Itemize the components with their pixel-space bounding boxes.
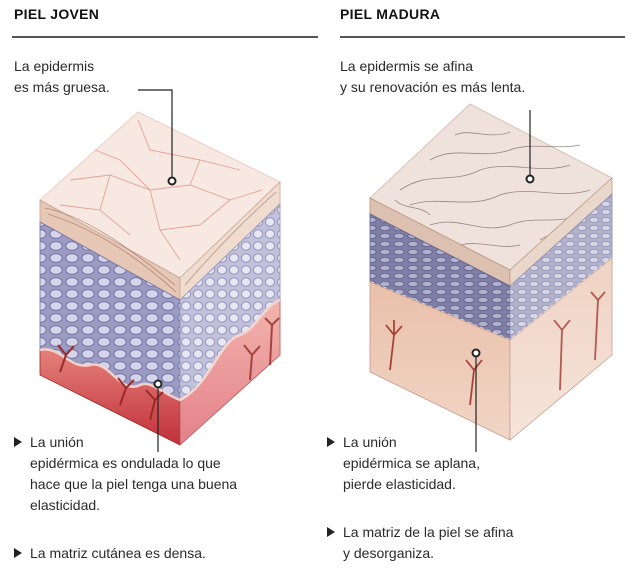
bullet-arrow-icon	[14, 548, 22, 558]
young-matrix-note-line: La matriz cutánea es densa.	[30, 543, 206, 564]
mature-junction-note: La unión epidérmica se aplana, pierde el…	[327, 432, 480, 495]
mature-junction-note-line: La unión	[343, 432, 480, 453]
young-junction-note-line: epidérmica es ondulada lo que	[30, 453, 237, 474]
young-junction-note: La unión epidérmica es ondulada lo que h…	[14, 432, 237, 516]
young-matrix-note: La matriz cutánea es densa.	[14, 543, 206, 564]
young-junction-marker	[155, 381, 162, 388]
mature-epidermis-marker	[527, 176, 534, 183]
young-junction-note-line: La unión	[30, 432, 237, 453]
mature-matrix-note-line: y desorganiza.	[343, 543, 513, 564]
mature-junction-note-line: epidérmica se aplana,	[343, 453, 480, 474]
mature-junction-note-line: pierde elasticidad.	[343, 474, 480, 495]
bullet-arrow-icon	[14, 437, 22, 447]
mature-matrix-note-line: La matriz de la piel se afina	[343, 522, 513, 543]
young-junction-note-line: elasticidad.	[30, 495, 237, 516]
bullet-arrow-icon	[327, 527, 335, 537]
mature-junction-marker	[473, 350, 480, 357]
young-epidermis-marker	[169, 178, 176, 185]
mature-matrix-note: La matriz de la piel se afina y desorgan…	[327, 522, 513, 564]
mature-skin-block	[370, 104, 612, 440]
young-skin-block	[40, 112, 280, 445]
bullet-arrow-icon	[327, 437, 335, 447]
young-junction-note-line: hace que la piel tenga una buena	[30, 474, 237, 495]
